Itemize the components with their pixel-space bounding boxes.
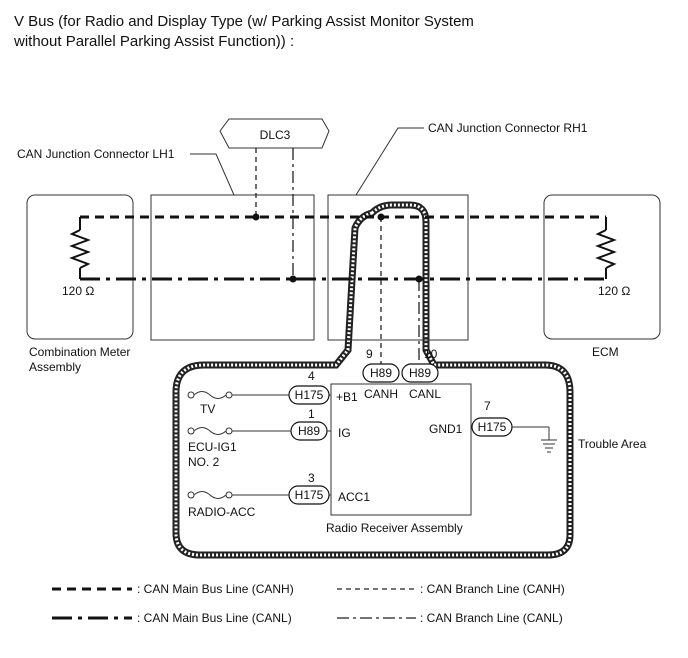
fuse-radio-acc: [187, 491, 289, 499]
jc-rh1-box: [327, 194, 469, 341]
terminal-gnd1: GND1: [429, 422, 463, 436]
radio-label: Radio Receiver Assembly: [326, 521, 463, 535]
connector-acc1: H175: [288, 485, 330, 505]
ground-symbol: [512, 426, 557, 453]
fuse-ecu-ig1-label-1: ECU-IG1: [188, 440, 237, 454]
connector-gnd1: H175: [471, 417, 513, 437]
connector-ig: H89: [290, 421, 328, 441]
jc-lh1-label: CAN Junction Connector LH1: [17, 147, 175, 161]
pin-b1: 4: [308, 369, 315, 383]
terminal-acc1: ACC1: [338, 490, 370, 504]
junction-dots: [252, 213, 423, 283]
connector-gnd1-id: H175: [478, 420, 507, 434]
fuse-ecu-ig1: [187, 427, 291, 435]
legend-main-canh: : CAN Main Bus Line (CANH): [137, 582, 294, 596]
connector-b1-id: H175: [295, 388, 324, 402]
resistor-right-label: 120 Ω: [598, 284, 630, 298]
legend-branch-canh: : CAN Branch Line (CANH): [420, 582, 565, 596]
title-line-2: without Parallel Parking Assist Function…: [14, 33, 295, 50]
pin-gnd1: 7: [484, 399, 491, 413]
diagram-title: V Bus (for Radio and Display Type (w/ Pa…: [14, 12, 474, 52]
dlc3-connector: [219, 118, 330, 149]
jc-rh1-label: CAN Junction Connector RH1: [428, 121, 588, 135]
legend-branch-canl: : CAN Branch Line (CANL): [420, 611, 563, 625]
fuse-radio-acc-label: RADIO-ACC: [188, 505, 256, 519]
connector-canl-id: H89: [409, 366, 431, 380]
meter-label-2: Assembly: [29, 360, 81, 374]
terminal-ig: IG: [338, 426, 351, 440]
resistor-right: [595, 217, 617, 279]
pin-acc1: 3: [308, 471, 315, 485]
fuse-tv-label: TV: [200, 402, 215, 416]
leader-jc-rh1: [355, 127, 424, 196]
leader-jc-lh1: [190, 153, 235, 196]
jc-lh1-box: [150, 194, 315, 341]
resistor-left: [69, 217, 91, 279]
pin-ig: 1: [308, 407, 315, 421]
connector-canl: H89: [401, 363, 439, 383]
terminal-b1: +B1: [336, 390, 358, 404]
ecm-box: [543, 194, 661, 340]
ecm-label: ECM: [592, 345, 619, 359]
fuse-tv: [187, 391, 289, 399]
pin-canh: 9: [366, 347, 373, 361]
meter-label-1: Combination Meter: [29, 345, 130, 359]
terminal-canh: CANH: [364, 387, 398, 401]
trouble-area-outline: [172, 201, 574, 559]
connector-canh-id: H89: [370, 366, 392, 380]
resistor-left-label: 120 Ω: [62, 284, 94, 298]
dlc3-label: DLC3: [260, 128, 291, 142]
legend: : CAN Main Bus Line (CANH) : CAN Branch …: [52, 582, 565, 625]
connector-acc1-id: H175: [295, 488, 324, 502]
pin-canl: 10: [424, 347, 438, 361]
connector-ig-id: H89: [298, 424, 320, 438]
trouble-area-label: Trouble Area: [578, 437, 647, 451]
connector-canh: H89: [362, 363, 400, 383]
connector-b1: H175: [288, 385, 330, 405]
fuse-ecu-ig1-label-2: NO. 2: [188, 455, 220, 469]
legend-main-canl: : CAN Main Bus Line (CANL): [137, 611, 292, 625]
radio-receiver-box: [330, 383, 472, 516]
terminal-canl: CANL: [409, 387, 441, 401]
title-line-1: V Bus (for Radio and Display Type (w/ Pa…: [14, 13, 474, 30]
